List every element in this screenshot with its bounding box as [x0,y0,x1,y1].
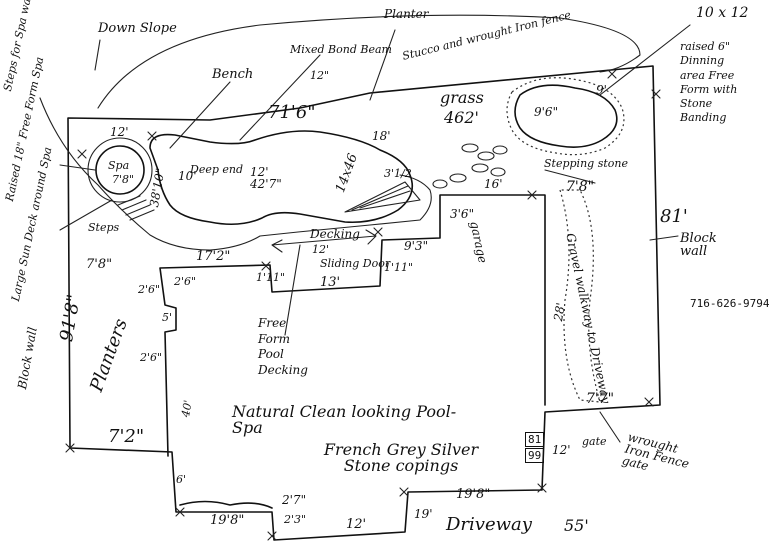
dining-area-label: raised 6" Dinning area Free Form with St… [680,40,738,125]
dining-stone-banding [506,77,625,156]
stepping-stone-label: Stepping stone [544,157,628,170]
free-form-decking-label: Free Form Pool Decking [258,316,308,377]
planter-label: Planter [384,7,429,21]
sun-shelf [344,181,421,213]
spa-outline [95,145,145,195]
dim-12-door: 12' [312,243,330,256]
stepping-stones [432,143,508,189]
dim-19-8-bottom: 19'8" [210,513,245,528]
gate-label: gate [582,435,607,448]
dim-19: 19' [414,507,433,521]
dim-55: 55' [564,516,589,535]
dim-2-6-c: 2'6" [140,351,163,364]
dim-2-3: 2'3" [284,513,307,526]
dim-12-42: 12' 42'7" [250,165,282,191]
down-slope-label: Down Slope [98,21,177,36]
badge-81: 81 [525,432,545,447]
dim-3-half: 3'1/2 [384,167,412,180]
corner-marks [65,69,661,541]
dim-9-6: 9'6" [534,105,559,119]
dim-7-8: 7'8" [566,179,595,195]
block-wall-right-label: Block wall [680,231,717,259]
bond-beam-dim: 12" [310,69,330,82]
grass-area: 462' [444,108,479,127]
decking-arrow [271,229,377,253]
dim-16: 16' [484,177,503,191]
deep-end-label: Deep end [190,163,244,176]
dim-81: 81' [660,206,688,227]
dim-2-6-b: 2'6" [174,275,197,288]
coping-notes: French Grey Silver Stone copings [323,440,479,475]
dim-12-gate: 12' [552,443,571,457]
dining-area-outline [514,84,618,148]
dim-12-top: 12' [110,125,129,139]
badge-99: 99 [525,448,545,463]
dim-6: 6' [176,473,187,486]
sliding-door-label: Sliding Door [320,257,391,270]
dim-28: 28' [551,301,569,323]
dim-10: 10' [178,169,197,183]
steps-label: Steps [88,221,120,234]
phone-number: 716-626-9794 [690,297,770,310]
dim-3-6: 3'6" [450,207,475,221]
dim-71-6: 71'6" [268,102,316,123]
dim-1-11-mid: 1'11" [256,271,286,284]
decking-label: Decking [310,227,360,241]
dim-18: 18' [372,129,391,143]
dim-17-2: 17'2" [196,249,231,264]
dim-9-3: 9'3" [404,239,429,253]
spa-label: Spa [108,159,130,172]
leader-lines [59,24,691,443]
grass-label: grass [440,88,484,107]
pool-outline [149,130,414,226]
driveway-label: Driveway [446,514,532,535]
dim-9: 9' [596,83,607,97]
dim-40: 40' [179,399,195,419]
slope-contour [39,14,641,251]
spa-dim: 7'8" [112,173,135,186]
bottom-planter [179,500,273,509]
property-outline [67,65,661,541]
dim-7-8-left: 7'8" [86,257,113,272]
house-outline [159,194,546,457]
dim-19-8-right: 19'8" [456,487,491,502]
dim-1-11: 1'11" [384,261,414,274]
dim-13: 13' [320,275,341,290]
dim-7-7-right: 7'7" [586,391,615,407]
bond-beam-label: Mixed Bond Beam [290,43,392,56]
pool-steps [117,195,155,221]
dim-2-7: 2'7" [282,493,307,507]
dim-12-bottom: 12' [346,517,367,532]
dim-7-2: 7'2" [108,426,145,447]
pool-notes: Natural Clean looking Pool-Spa [232,402,457,437]
dim-5: 5' [162,311,173,324]
bench-label: Bench [212,67,254,82]
dim-2-6-a: 2'6" [138,283,161,296]
spa-outer-ring [87,137,153,203]
dining-dims: 10 x 12 [696,5,749,21]
